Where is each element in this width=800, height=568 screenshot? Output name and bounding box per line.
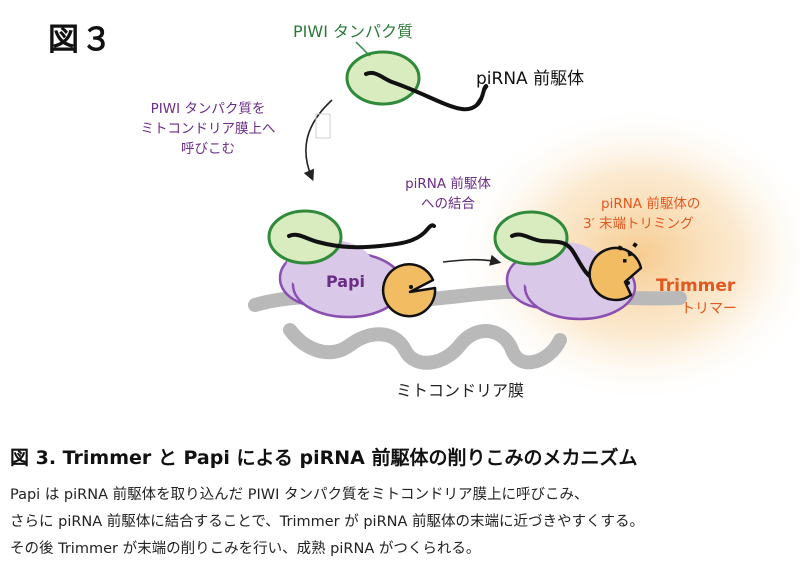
trimmer-protein-middle [381,262,437,318]
pirna-strand-middle [287,223,436,250]
mito-membrane-label: ミトコンドリア膜 [396,381,525,400]
trimmer-protein-right [588,246,643,302]
trimmer-kana-label: トリマー [681,301,737,317]
mechanism-diagram: 図３ PIWI タンパク質 piRNA 前駆体 PIWI タンパク質を ミトコン… [48,22,800,405]
binding-arrow [442,254,502,266]
caption-title: 図 3. Trimmer と Papi による piRNA 前駆体の削りこみのメ… [10,447,638,469]
recruit-step-line-1: PIWI タンパク質を [150,101,266,117]
binding-step-line-1: piRNA 前駆体 [405,176,491,192]
caption-line-3: その後 Trimmer が末端の削りこみを行い、成熟 piRNA がつくられる。 [10,541,481,557]
piwi-leader-line [355,41,371,57]
binding-step-label: piRNA 前駆体 への結合 [398,174,498,214]
figure-label: 図３ [48,22,114,58]
trimmed-nucleotides [617,242,638,263]
caption-body: Papi は piRNA 前駆体を取り込んだ PIWI タンパク質をミトコンドリ… [10,482,795,563]
recruit-arrow [303,99,333,182]
recruit-step-label: PIWI タンパク質を ミトコンドリア膜上へ 呼びこむ [133,99,283,159]
trimming-step-label: piRNA 前駆体の 3′ 末端トリミング [583,194,700,234]
trimmer-label: Trimmer [656,276,736,296]
pirna-strand-top [364,71,488,112]
pirna-leader-line [475,85,489,105]
caption-line-2: さらに piRNA 前駆体に結合することで、Trimmer が piRNA 前駆… [10,514,645,530]
piwi-protein-label: PIWI タンパク質 [293,22,413,41]
trimming-step-line-2: 3′ 末端トリミング [583,216,694,232]
pirna-precursor-label: piRNA 前駆体 [476,69,585,89]
recruit-step-line-2: ミトコンドリア膜上へ [140,121,276,137]
trimming-step-line-1: piRNA 前駆体の [601,196,701,212]
binding-step-line-2: への結合 [421,196,475,212]
papi-label: Papi [326,272,366,291]
caption-line-1: Papi は piRNA 前駆体を取り込んだ PIWI タンパク質をミトコンドリ… [10,487,589,503]
recruit-step-line-3: 呼びこむ [181,141,235,157]
